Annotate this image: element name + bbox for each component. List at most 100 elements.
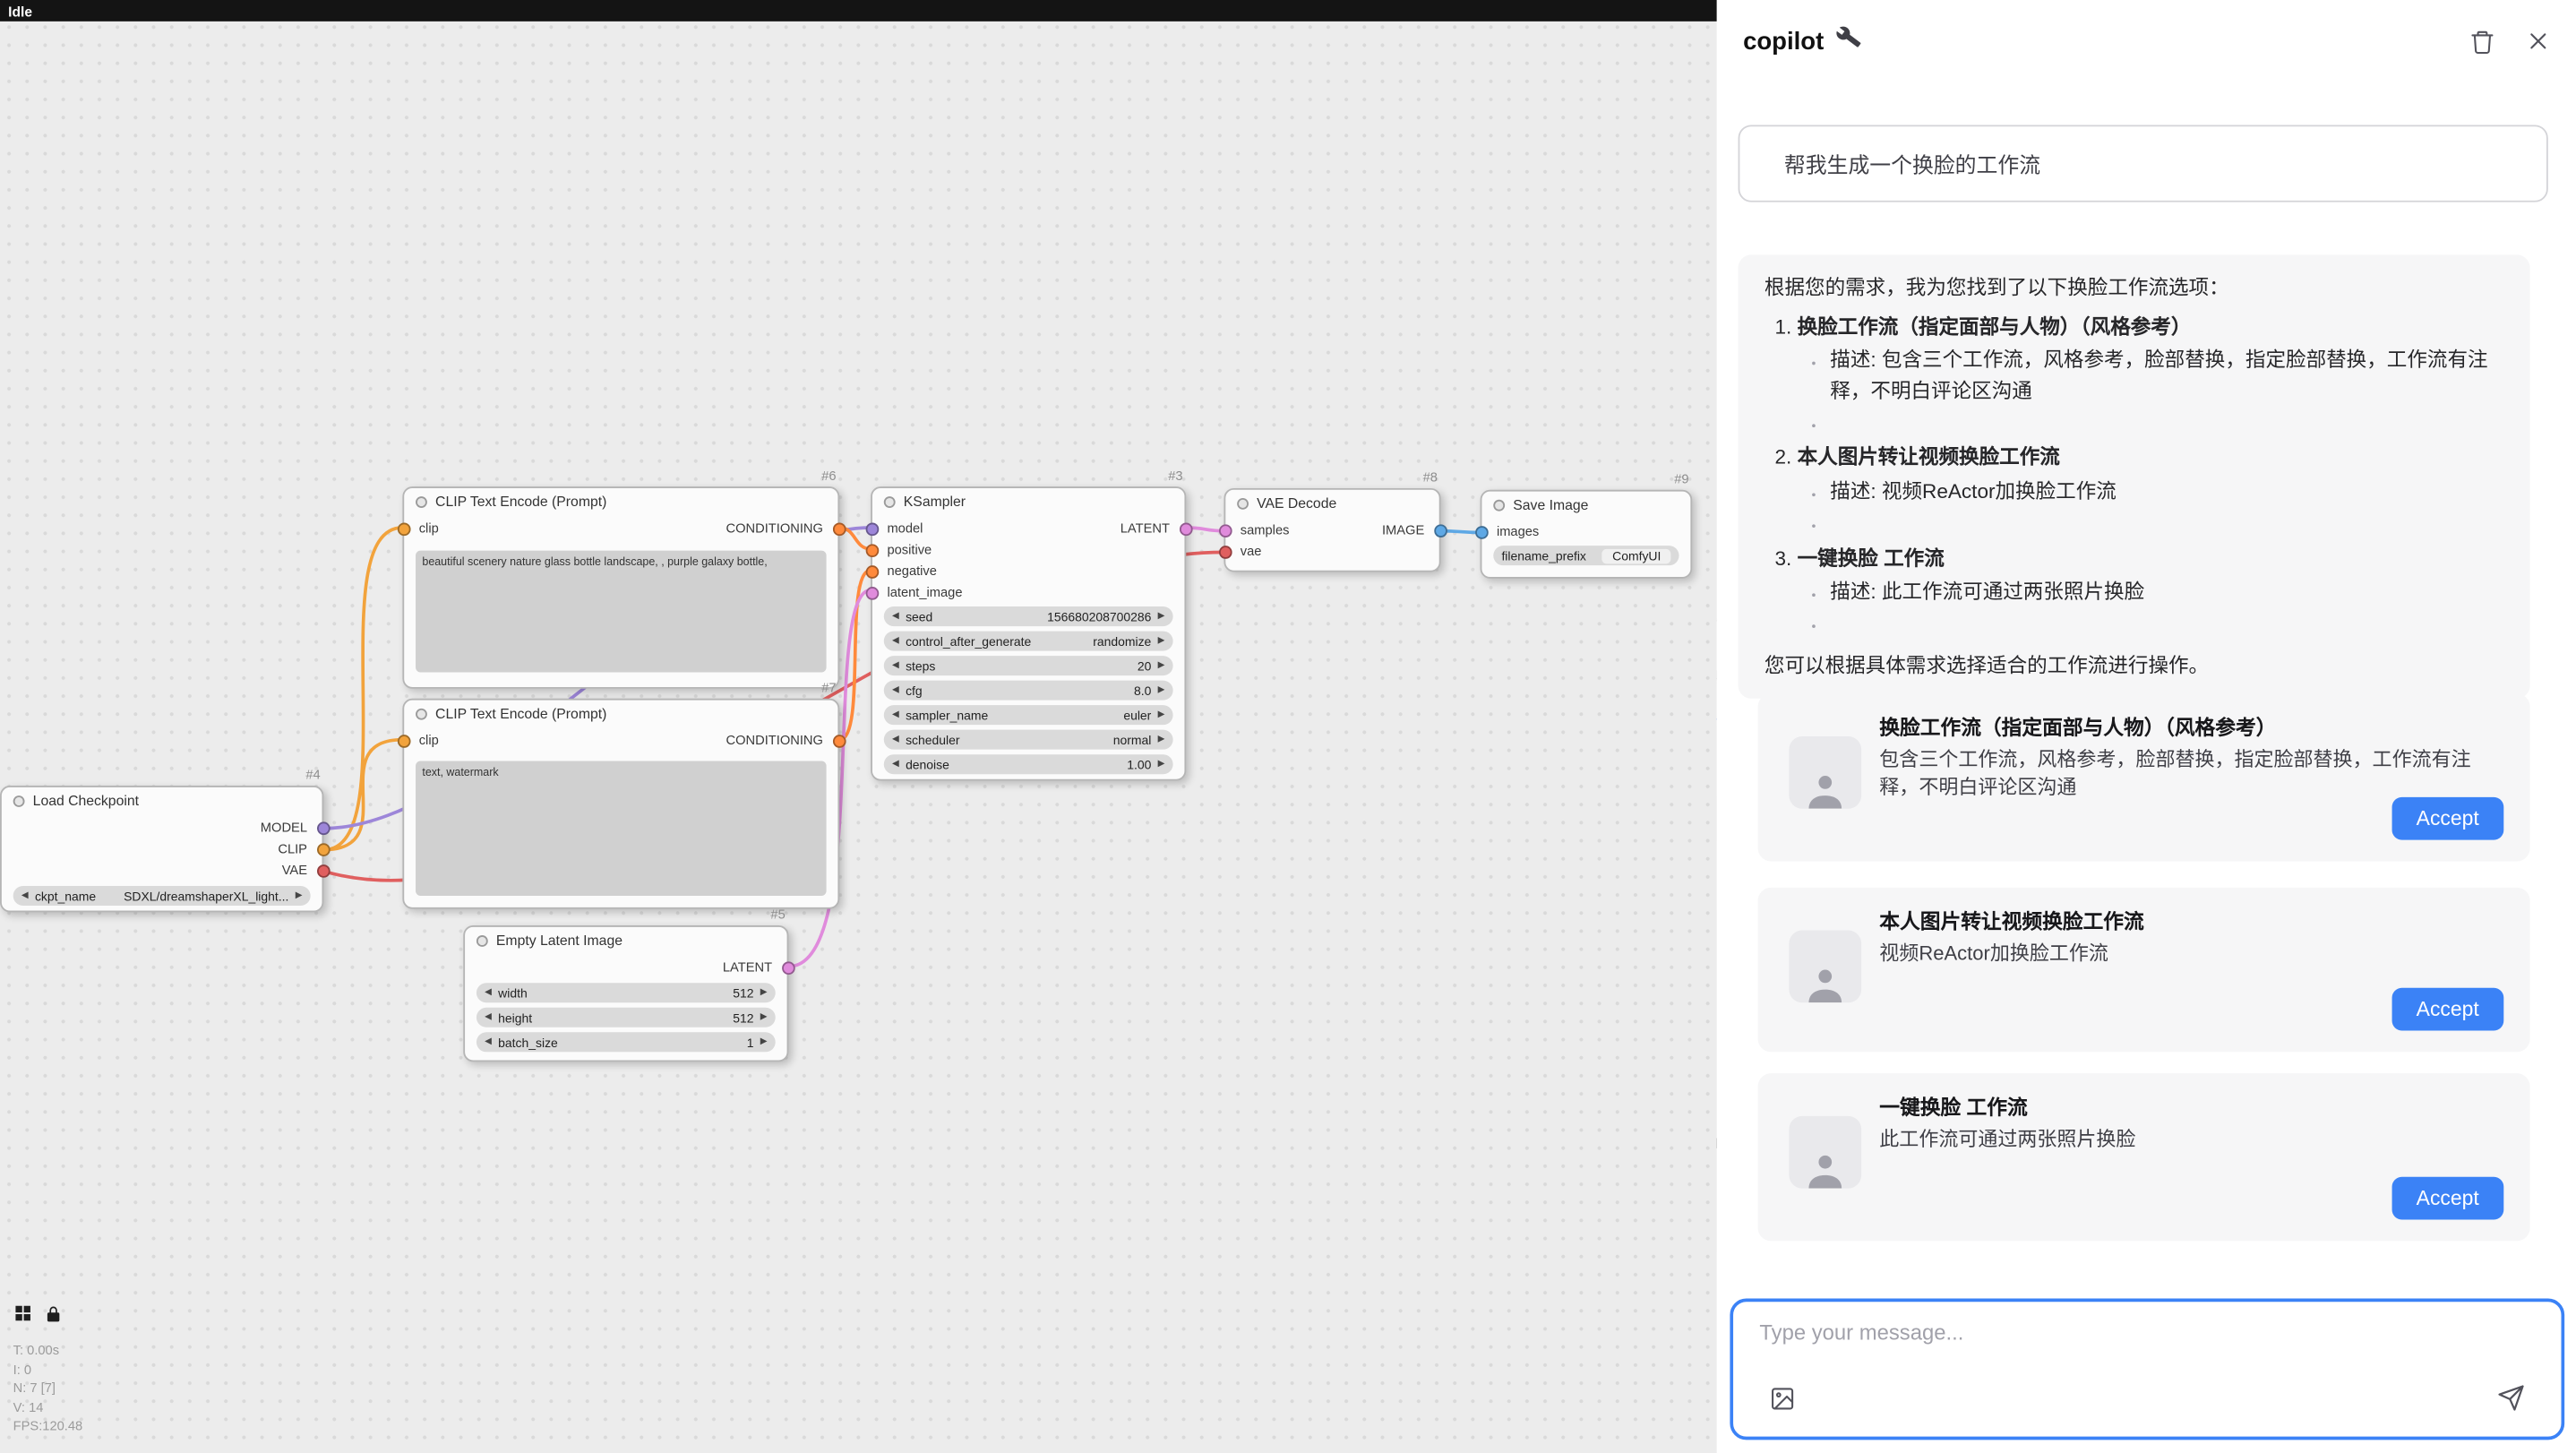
output-conditioning-port[interactable]: [832, 734, 846, 747]
assistant-message: 根据您的需求，我为您找到了以下换脸工作流选项： 换脸工作流（指定面部与人物）（风…: [1739, 254, 2530, 699]
widget-filename-prefix[interactable]: filename_prefix ComfyUI: [1493, 546, 1679, 565]
input-latent-image-port[interactable]: [865, 586, 879, 599]
collapse-dot-icon[interactable]: [477, 934, 488, 946]
option-description: 描述: 视频ReActor加换脸工作流: [1830, 477, 2503, 507]
node-title-bar[interactable]: Save Image: [1481, 492, 1690, 518]
increment-arrow-icon[interactable]: ▶: [1158, 656, 1165, 675]
widget-scheduler[interactable]: ◀ scheduler normal ▶: [884, 730, 1173, 750]
node-clip-text-encode-negative[interactable]: #7 CLIP Text Encode (Prompt) clip CONDIT…: [402, 699, 839, 909]
output-image-port[interactable]: [1433, 523, 1447, 537]
widget-cfg[interactable]: ◀ cfg 8.0 ▶: [884, 681, 1173, 701]
collapse-dot-icon[interactable]: [1493, 499, 1505, 511]
node-title-bar[interactable]: KSampler: [872, 488, 1184, 514]
output-vae-port[interactable]: [316, 864, 330, 877]
message-input[interactable]: [1733, 1302, 2561, 1436]
collapse-dot-icon[interactable]: [13, 795, 25, 806]
grid-icon[interactable]: [12, 1302, 35, 1325]
node-title-bar[interactable]: Load Checkpoint: [2, 787, 322, 813]
decrement-arrow-icon[interactable]: ◀: [892, 606, 899, 626]
output-clip-port[interactable]: [316, 842, 330, 855]
increment-arrow-icon[interactable]: ▶: [1158, 681, 1165, 701]
output-latent-port[interactable]: [1179, 522, 1192, 536]
lock-icon[interactable]: [41, 1302, 64, 1325]
widget-seed[interactable]: ◀ seed 156680208700286 ▶: [884, 606, 1173, 626]
input-images-port[interactable]: [1474, 525, 1488, 538]
assistant-intro: 根据您的需求，我为您找到了以下换脸工作流选项：: [1765, 273, 2503, 304]
decrement-arrow-icon[interactable]: ◀: [21, 886, 29, 906]
collapse-dot-icon[interactable]: [1237, 497, 1249, 509]
input-vae-port[interactable]: [1218, 545, 1232, 558]
input-model-port[interactable]: [865, 522, 879, 536]
port-row: CLIP: [2, 838, 322, 860]
output-clip-label: CLIP: [278, 838, 307, 860]
output-latent-label: LATENT: [723, 957, 772, 978]
decrement-arrow-icon[interactable]: ◀: [892, 632, 899, 651]
widget-width[interactable]: ◀ width 512 ▶: [477, 983, 776, 1002]
prompt-textarea[interactable]: beautiful scenery nature glass bottle la…: [416, 551, 827, 673]
node-title-bar[interactable]: Empty Latent Image: [465, 927, 786, 953]
option-description: 描述: 包含三个工作流，风格参考，脸部替换，指定脸部替换，工作流有注释，不明白评…: [1830, 346, 2503, 408]
send-message-icon[interactable]: [2497, 1384, 2525, 1420]
output-latent-port[interactable]: [781, 960, 794, 974]
increment-arrow-icon[interactable]: ▶: [1158, 754, 1165, 774]
decrement-arrow-icon[interactable]: ◀: [485, 983, 492, 1002]
port-row: negative: [872, 561, 1184, 582]
increment-arrow-icon[interactable]: ▶: [1158, 730, 1165, 750]
increment-arrow-icon[interactable]: ▶: [1158, 606, 1165, 626]
node-save-image[interactable]: #9 Save Image images filename_prefix Com…: [1481, 490, 1693, 579]
node-vae-decode[interactable]: #8 VAE Decode samples IMAGE vae: [1224, 488, 1440, 572]
decrement-arrow-icon[interactable]: ◀: [485, 1032, 492, 1052]
node-title-bar[interactable]: VAE Decode: [1225, 490, 1438, 516]
input-clip-port[interactable]: [397, 734, 410, 747]
widget-ckpt-name[interactable]: ◀ ckpt_name SDXL/dreamshaperXL_light... …: [13, 886, 311, 906]
widget-denoise[interactable]: ◀ denoise 1.00 ▶: [884, 754, 1173, 774]
node-empty-latent-image[interactable]: #5 Empty Latent Image LATENT ◀ width 512…: [463, 925, 788, 1062]
decrement-arrow-icon[interactable]: ◀: [892, 754, 899, 774]
increment-arrow-icon[interactable]: ▶: [296, 886, 303, 906]
node-title: Save Image: [1513, 496, 1588, 512]
input-positive-port[interactable]: [865, 543, 879, 556]
option-title: 一键换脸 工作流: [1798, 546, 1945, 570]
widget-height[interactable]: ◀ height 512 ▶: [477, 1008, 776, 1027]
output-model-port[interactable]: [316, 821, 330, 835]
accept-button[interactable]: Accept: [2391, 988, 2503, 1031]
close-panel-button[interactable]: [2527, 30, 2550, 53]
node-clip-text-encode-positive[interactable]: #6 CLIP Text Encode (Prompt) clip CONDIT…: [402, 486, 839, 689]
widget-steps[interactable]: ◀ steps 20 ▶: [884, 656, 1173, 675]
node-load-checkpoint[interactable]: #4 Load Checkpoint MODEL CLIP VAE: [0, 786, 323, 912]
collapse-dot-icon[interactable]: [884, 495, 896, 507]
chat-input-box[interactable]: [1730, 1299, 2564, 1440]
widget-sampler-name[interactable]: ◀ sampler_name euler ▶: [884, 705, 1173, 725]
increment-arrow-icon[interactable]: ▶: [1158, 632, 1165, 651]
port-row: vae: [1225, 541, 1438, 563]
status-label: Idle: [8, 3, 32, 19]
option-title: 换脸工作流（指定面部与人物）（风格参考）: [1798, 315, 2192, 339]
output-conditioning-port[interactable]: [832, 522, 846, 536]
collapse-dot-icon[interactable]: [416, 708, 427, 719]
node-ksampler[interactable]: #3 KSampler model LATENT positive negati…: [871, 486, 1186, 780]
input-clip-port[interactable]: [397, 522, 410, 536]
increment-arrow-icon[interactable]: ▶: [760, 983, 768, 1002]
input-negative-port[interactable]: [865, 564, 879, 578]
input-samples-port[interactable]: [1218, 523, 1232, 537]
decrement-arrow-icon[interactable]: ◀: [485, 1008, 492, 1027]
widget-control-after-generate[interactable]: ◀ control_after_generate randomize ▶: [884, 632, 1173, 651]
input-positive-label: positive: [887, 539, 932, 561]
node-title-bar[interactable]: CLIP Text Encode (Prompt): [404, 701, 837, 726]
node-title-bar[interactable]: CLIP Text Encode (Prompt): [404, 488, 837, 514]
increment-arrow-icon[interactable]: ▶: [1158, 705, 1165, 725]
decrement-arrow-icon[interactable]: ◀: [892, 656, 899, 675]
accept-button[interactable]: Accept: [2391, 1177, 2503, 1220]
increment-arrow-icon[interactable]: ▶: [760, 1008, 768, 1027]
collapse-dot-icon[interactable]: [416, 495, 427, 507]
node-canvas[interactable]: Idle #4 Load Checkpoint MODEL: [0, 0, 1717, 1453]
decrement-arrow-icon[interactable]: ◀: [892, 730, 899, 750]
widget-batch-size[interactable]: ◀ batch_size 1 ▶: [477, 1032, 776, 1052]
decrement-arrow-icon[interactable]: ◀: [892, 705, 899, 725]
decrement-arrow-icon[interactable]: ◀: [892, 681, 899, 701]
increment-arrow-icon[interactable]: ▶: [760, 1032, 768, 1052]
prompt-textarea[interactable]: text, watermark: [416, 761, 827, 896]
attach-image-icon[interactable]: [1769, 1386, 1795, 1421]
delete-conversation-button[interactable]: [2469, 27, 2495, 55]
accept-button[interactable]: Accept: [2391, 797, 2503, 840]
